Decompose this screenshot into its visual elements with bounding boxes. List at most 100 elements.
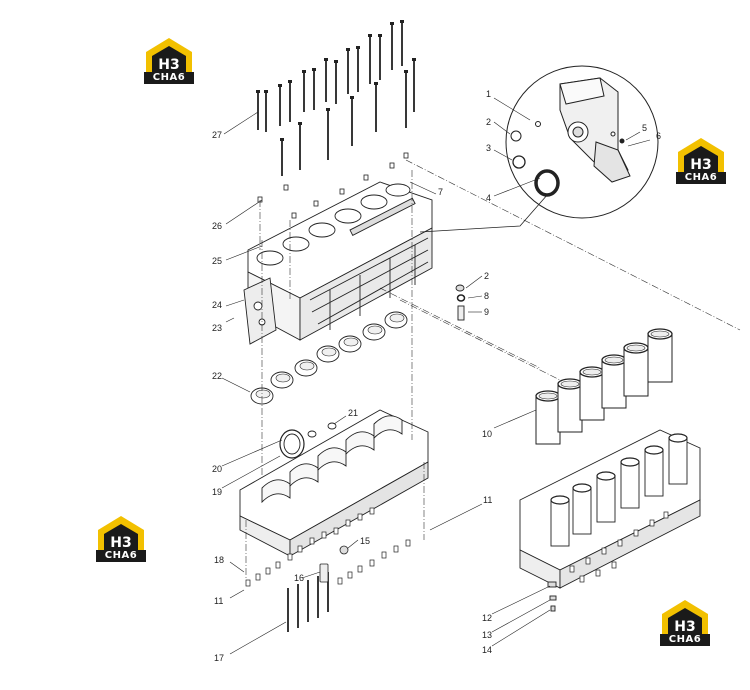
head-bolt-cap <box>412 58 416 61</box>
bearing-shell-inner <box>299 361 315 371</box>
block-bolt <box>617 539 623 547</box>
bearing-shell-inner <box>343 337 359 347</box>
head-bolt-cap <box>350 96 354 99</box>
head-bolt-cap <box>334 60 338 63</box>
callout-13: 13 <box>482 630 492 640</box>
bearing-shell-inner <box>367 325 383 335</box>
head-bolt-cap <box>278 84 282 87</box>
head-bolt-cap <box>288 80 292 83</box>
valve-small-parts <box>455 284 466 321</box>
seated-liner <box>550 499 570 547</box>
callout-3: 3 <box>486 143 491 153</box>
logo-subtext: CHA6 <box>96 550 146 562</box>
callout-8: 8 <box>484 291 489 301</box>
callout-26: 26 <box>212 221 222 231</box>
small-bolt <box>255 573 261 581</box>
small-bolt <box>369 559 375 567</box>
callout-19: 19 <box>212 487 222 497</box>
small-bolt <box>287 553 293 561</box>
inset-leader <box>419 193 549 233</box>
callout-25: 25 <box>212 256 222 266</box>
small-bolt <box>357 513 363 521</box>
callout-2b: 2 <box>484 271 489 281</box>
seated-liner <box>644 449 664 497</box>
small-bolt <box>381 551 387 559</box>
bearing-shell-inner <box>255 389 271 399</box>
small-bolt <box>347 571 353 579</box>
bolt-washer <box>389 162 395 169</box>
house-logo-icon: H3 <box>662 600 708 636</box>
block-bolt <box>633 529 639 537</box>
lower-bolts <box>245 507 411 632</box>
head-bolt-cap <box>324 58 328 61</box>
logo-subtext: CHA6 <box>144 72 194 84</box>
callout-20: 20 <box>212 464 222 474</box>
brand-logo: H3 CHA6 <box>654 598 716 648</box>
callout-9: 9 <box>484 307 489 317</box>
seated-liner <box>668 437 688 485</box>
block-bolt <box>611 561 617 569</box>
seated-liner <box>596 475 616 523</box>
liner-bore <box>560 380 580 388</box>
head-bolt-cap <box>312 68 316 71</box>
head-bolt-cap <box>356 46 360 49</box>
head-bolt-cap <box>326 108 330 111</box>
bearing-shell-inner <box>389 313 405 323</box>
seated-liner-top <box>572 483 592 493</box>
bearing-shell-inner <box>275 373 291 383</box>
callout-18: 18 <box>214 555 224 565</box>
head-bolt-cap <box>404 70 408 73</box>
liner-bore <box>650 330 670 338</box>
bolt-washer <box>403 152 409 159</box>
cylinder-liner <box>557 383 583 433</box>
head-bolt-cap <box>264 90 268 93</box>
callout-11a: 11 <box>483 495 492 505</box>
head-bolt-cap <box>368 34 372 37</box>
bearing-shell-inner <box>321 347 337 357</box>
liner-bore <box>604 356 624 364</box>
bolt-washer <box>363 174 369 181</box>
cylinder-liner <box>535 395 561 445</box>
small-bolt <box>309 537 315 545</box>
cylinder-liner <box>579 371 605 421</box>
seated-liner-top <box>644 445 664 455</box>
callout-14: 14 <box>482 645 492 655</box>
callout-5: 5 <box>642 123 647 133</box>
callout-12: 12 <box>482 613 492 623</box>
callout-4: 4 <box>486 193 491 203</box>
small-bolt <box>393 545 399 553</box>
seated-liner-top <box>550 495 570 505</box>
block-bolt <box>649 519 655 527</box>
cylinder-liner <box>647 333 673 383</box>
logo-mark-text: H3 <box>674 619 695 635</box>
logo-mark-text: H3 <box>690 157 711 173</box>
head-bolts <box>256 20 416 219</box>
small-bolt <box>275 561 281 569</box>
block-bolt <box>585 557 591 565</box>
brand-logo: H3 CHA6 <box>670 136 732 186</box>
block-with-liners <box>519 429 701 612</box>
seated-liner <box>572 487 592 535</box>
brand-logo: H3 CHA6 <box>90 514 152 564</box>
seated-liner <box>620 461 640 509</box>
block-bolt <box>569 565 575 573</box>
callout-labels: 1 2 3 4 5 6 7 2 8 9 10 11 11 12 13 14 15… <box>212 89 661 663</box>
small-bolt <box>321 531 327 539</box>
small-bolt <box>345 519 351 527</box>
house-logo-icon: H3 <box>98 516 144 552</box>
logo-subtext: CHA6 <box>676 172 726 184</box>
small-bolt <box>333 527 339 535</box>
house-logo-icon: H3 <box>678 138 724 174</box>
small-bolt <box>369 507 375 515</box>
callout-6: 6 <box>656 131 661 141</box>
callout-16: 16 <box>294 573 304 583</box>
small-bolt <box>337 577 343 585</box>
block-bolt <box>601 547 607 555</box>
cylinder-liners <box>535 328 673 445</box>
house-logo-icon: H3 <box>146 38 192 74</box>
seated-liner-top <box>596 471 616 481</box>
callout-11b: 11 <box>214 596 223 606</box>
small-bolt <box>265 567 271 575</box>
callout-2: 2 <box>486 117 491 127</box>
brand-logo: H3 CHA6 <box>138 36 200 86</box>
